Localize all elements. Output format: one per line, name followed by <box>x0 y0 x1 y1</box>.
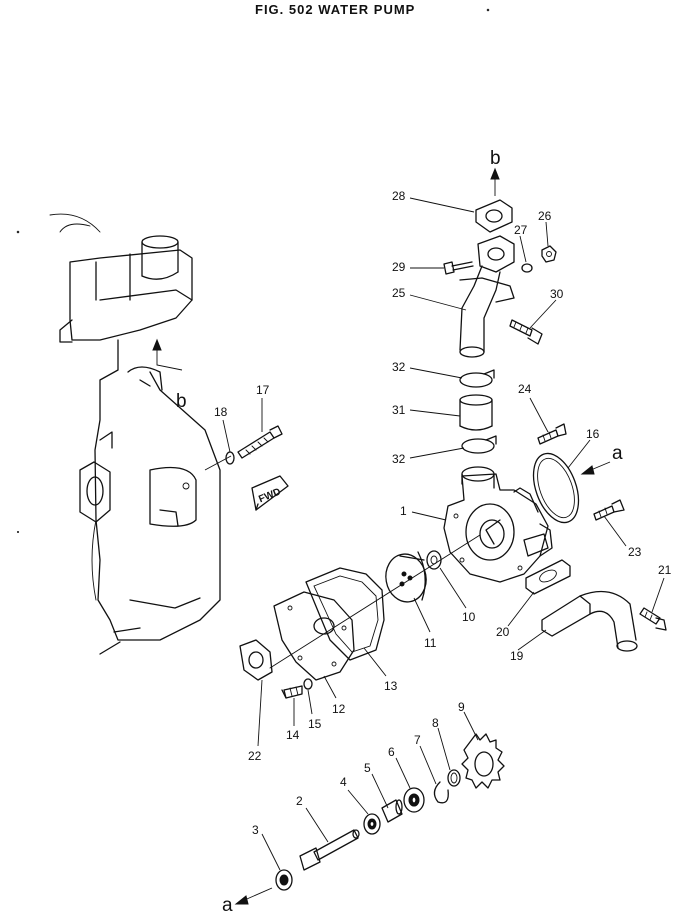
label-1: 1 <box>400 504 407 518</box>
label-3: 3 <box>252 823 259 837</box>
label-27: 27 <box>514 223 528 237</box>
ref-letter-b-top: b <box>490 148 501 169</box>
label-15: 15 <box>308 717 322 731</box>
label-22: 22 <box>248 749 262 763</box>
label-32-lower: 32 <box>392 452 406 466</box>
part-32-clamp-upper <box>459 369 495 388</box>
label-26: 26 <box>538 209 552 223</box>
part-5-spacer <box>381 799 403 823</box>
label-13: 13 <box>384 679 398 693</box>
ref-letter-a-bottom: a <box>222 895 233 911</box>
label-30: 30 <box>550 287 564 301</box>
label-10: 10 <box>462 610 476 624</box>
part-10-seal <box>426 550 442 570</box>
engine-block <box>16 213 221 655</box>
part-25-elbow-pipe <box>459 235 515 358</box>
fwd-label: FWD <box>257 487 282 506</box>
label-29: 29 <box>392 260 406 274</box>
label-19: 19 <box>510 649 524 663</box>
part-3-seal <box>275 869 293 891</box>
part-15-washer <box>303 678 313 690</box>
figure-title: FIG. 502 WATER PUMP <box>255 2 415 17</box>
part-6-bearing <box>403 787 425 813</box>
ref-letter-a-right: a <box>612 443 623 464</box>
part-12-cover-plate <box>273 591 355 681</box>
label-25: 25 <box>392 286 406 300</box>
label-16: 16 <box>586 427 600 441</box>
part-20-gasket <box>525 559 571 595</box>
label-6: 6 <box>388 745 395 759</box>
part-19-pipe <box>541 590 638 652</box>
label-11: 11 <box>424 636 437 650</box>
label-18: 18 <box>214 405 228 419</box>
part-14-bolt <box>281 685 303 699</box>
label-20: 20 <box>496 625 510 639</box>
label-12: 12 <box>332 702 346 716</box>
part-11-impeller <box>385 551 427 603</box>
label-21: 21 <box>658 563 672 577</box>
label-17: 17 <box>256 383 270 397</box>
label-5: 5 <box>364 761 371 775</box>
part-16-o-ring <box>532 452 580 524</box>
part-24-bolt <box>537 423 567 445</box>
part-32-clamp-lower <box>461 435 497 454</box>
part-9-gear <box>461 733 505 789</box>
label-9: 9 <box>458 700 465 714</box>
part-21-bolt <box>639 607 667 631</box>
part-22-gasket <box>239 639 273 681</box>
fwd-arrow-marker <box>251 475 289 511</box>
part-26-nut <box>541 245 557 263</box>
part-1-pump-body <box>443 466 553 583</box>
part-30-bolt <box>509 319 543 345</box>
ref-b-arrow-block <box>152 338 183 371</box>
part-13-gasket <box>305 567 385 661</box>
label-14: 14 <box>286 728 300 742</box>
part-2-shaft <box>299 829 360 871</box>
part-28-gasket <box>475 199 513 233</box>
part-8-snap-ring <box>447 769 461 787</box>
part-7-circlip <box>433 781 449 804</box>
ref-letter-b-block: b <box>176 391 187 412</box>
part-17-bolt <box>237 425 283 459</box>
part-4-bearing <box>363 813 381 835</box>
label-28: 28 <box>392 189 406 203</box>
label-4: 4 <box>340 775 347 789</box>
label-24: 24 <box>518 382 532 396</box>
part-29-bolt <box>443 261 474 275</box>
part-31-hose <box>459 394 493 431</box>
label-2: 2 <box>296 794 303 808</box>
label-7: 7 <box>414 733 421 747</box>
part-27-washer <box>521 263 533 273</box>
label-31: 31 <box>392 403 406 417</box>
part-23-bolt <box>593 499 625 521</box>
label-8: 8 <box>432 716 439 730</box>
label-23: 23 <box>628 545 642 559</box>
label-32-upper: 32 <box>392 360 406 374</box>
